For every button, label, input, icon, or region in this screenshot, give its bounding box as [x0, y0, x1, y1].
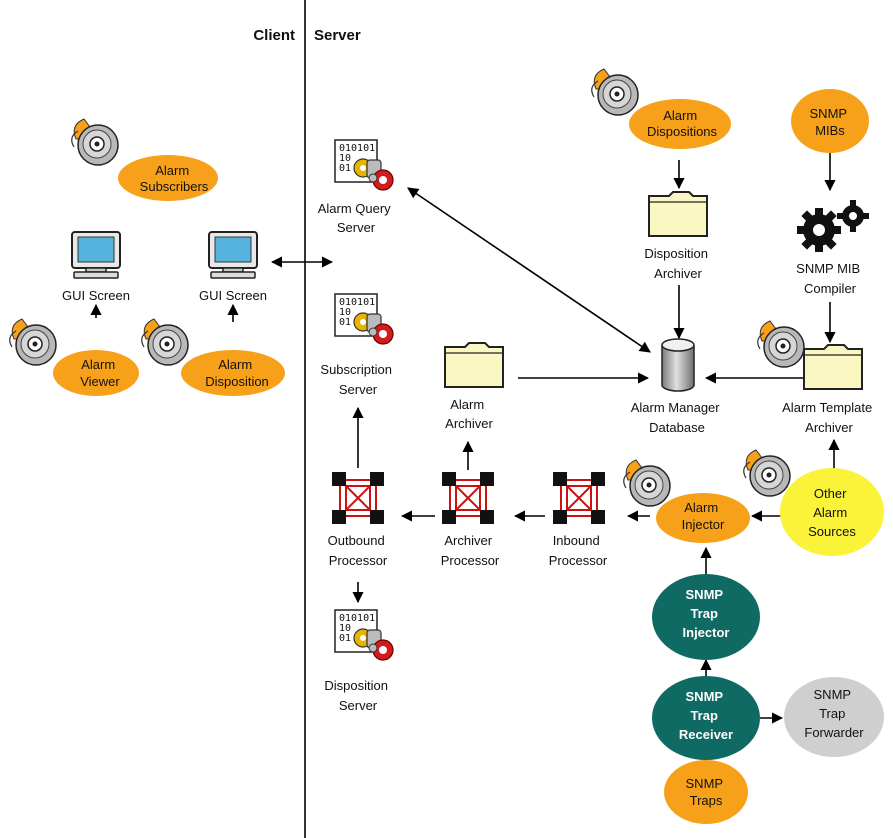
alarm-disposition-label: Alarm Disposition [205, 357, 269, 389]
alarm-query-server-label: Alarm Query Server [318, 201, 395, 235]
alarm-template-archiver-label: Alarm Template Archiver [782, 400, 876, 435]
disposition-archiver[interactable]: Disposition Archiver [644, 191, 711, 281]
alarm-archiver-label: Alarm Archiver [445, 397, 493, 431]
client-header: Client [253, 27, 295, 44]
reel-icon [743, 449, 791, 497]
snmp-mib-compiler[interactable]: SNMP MIB Compiler [796, 200, 869, 296]
inbound-processor-label: Inbound Processor [549, 533, 608, 568]
disposition-server[interactable]: Disposition Server [324, 609, 394, 713]
outbound-processor-label: Outbound Processor [328, 533, 389, 568]
alarm-injector-label: Alarm Injector [682, 500, 725, 532]
snmp-mib-compiler-label: SNMP MIB Compiler [796, 261, 864, 296]
reel-icon [9, 318, 57, 366]
folder-icon [803, 344, 863, 390]
disposition-archiver-label: Disposition Archiver [644, 246, 711, 281]
archiver-processor-label: Archiver Processor [441, 533, 500, 568]
reel-icon [591, 68, 639, 116]
alarm-template-archiver[interactable]: Alarm Template Archiver [757, 320, 876, 435]
reel-icon [71, 118, 119, 166]
snmp-traps-label: SNMP Traps [686, 776, 727, 808]
alarm-manager-database[interactable]: Alarm Manager Database [631, 338, 724, 435]
alarm-injector[interactable]: Alarm Injector [623, 459, 750, 543]
folder-icon [648, 191, 708, 237]
monitor-icon [71, 231, 121, 279]
disposition-server-label: Disposition Server [324, 678, 391, 713]
alarm-dispositions-label: Alarm Dispositions [647, 108, 718, 139]
server-header: Server [314, 27, 361, 44]
alarm-viewer[interactable]: Alarm Viewer [9, 318, 139, 396]
alarm-archiver[interactable]: Alarm Archiver [444, 342, 504, 431]
gears-icon [797, 200, 869, 252]
alarm-disposition[interactable]: Alarm Disposition [141, 318, 285, 396]
gui-screen-2-label: GUI Screen [199, 288, 267, 303]
subscription-server-label: Subscription Server [320, 362, 395, 397]
database-cylinder-icon [661, 338, 695, 392]
network-processor-icon [441, 471, 495, 525]
outbound-processor[interactable]: Outbound Processor [328, 471, 389, 568]
alarm-subscribers-label: Alarm Subscribers [140, 163, 209, 194]
snmp-trap-injector[interactable]: SNMP Trap Injector [652, 574, 760, 660]
edge-query-database [407, 187, 651, 353]
monitor-icon [208, 231, 258, 279]
snmp-trap-forwarder-label: SNMP Trap Forwarder [804, 687, 864, 740]
reel-icon [757, 320, 805, 368]
gui-screen-2[interactable]: GUI Screen [199, 231, 267, 303]
snmp-trap-forwarder[interactable]: SNMP Trap Forwarder [784, 677, 884, 757]
snmp-mibs[interactable]: SNMP MIBs [791, 89, 869, 153]
snmp-traps[interactable]: SNMP Traps [664, 760, 748, 824]
network-processor-icon [331, 471, 385, 525]
reel-icon [623, 459, 671, 507]
snmp-mibs-label: SNMP MIBs [810, 106, 851, 138]
alarm-dispositions[interactable]: Alarm Dispositions [591, 68, 731, 149]
alarm-subscribers[interactable]: Alarm Subscribers [71, 118, 218, 201]
subscription-server[interactable]: Subscription Server [320, 293, 395, 397]
other-alarm-sources-label: Other Alarm Sources [808, 486, 856, 539]
snmp-trap-receiver[interactable]: SNMP Trap Receiver [652, 676, 760, 760]
binary-server-gear-icon [334, 293, 394, 345]
alarm-query-server[interactable]: Alarm Query Server [318, 139, 395, 235]
alarm-manager-database-label: Alarm Manager Database [631, 400, 724, 435]
alarm-viewer-label: Alarm Viewer [80, 357, 120, 389]
other-alarm-sources[interactable]: Other Alarm Sources [743, 449, 884, 556]
gui-screen-1[interactable]: GUI Screen [62, 231, 130, 303]
binary-server-gear-icon [334, 139, 394, 191]
snmp-trap-injector-label: SNMP Trap Injector [683, 587, 730, 640]
reel-icon [141, 318, 189, 366]
archiver-processor[interactable]: Archiver Processor [441, 471, 500, 568]
snmp-trap-receiver-label: SNMP Trap Receiver [679, 689, 733, 742]
binary-server-gear-icon [334, 609, 394, 661]
gui-screen-1-label: GUI Screen [62, 288, 130, 303]
network-processor-icon [552, 471, 606, 525]
folder-icon [444, 342, 504, 388]
inbound-processor[interactable]: Inbound Processor [549, 471, 608, 568]
